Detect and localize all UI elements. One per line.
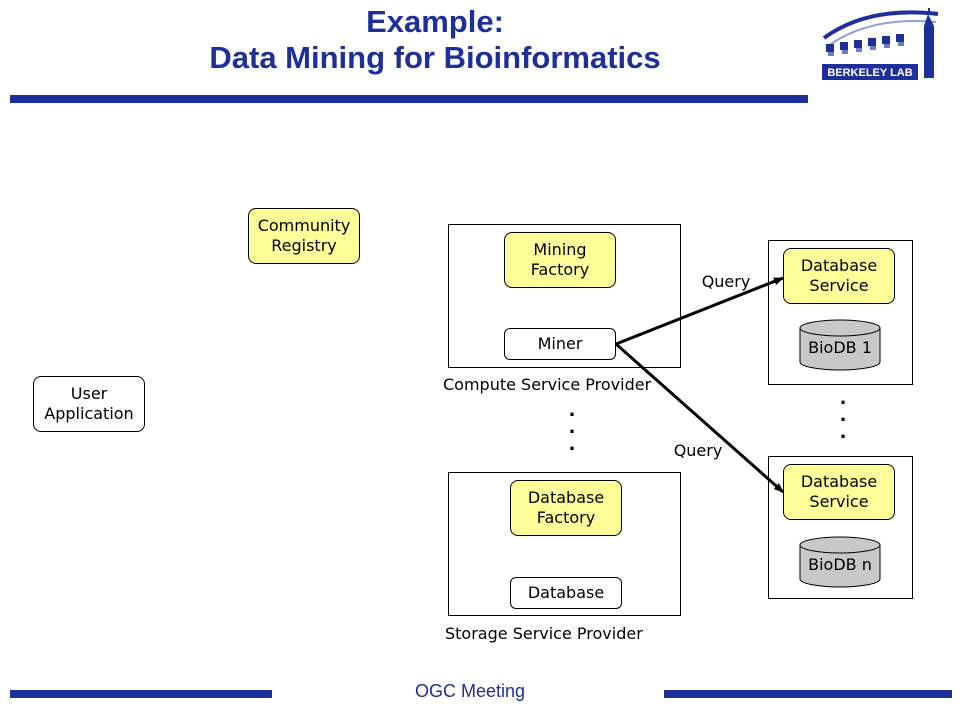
- database-factory-line-1: Database: [527, 488, 605, 507]
- storage-service-provider-caption: Storage Service Provider: [445, 624, 643, 643]
- query-label-bottom: Query: [674, 441, 723, 460]
- miner-node: Miner: [504, 328, 616, 360]
- biodb-n-cylinder: BioDB n: [799, 536, 881, 588]
- community-registry-line-2: Registry: [271, 236, 337, 255]
- community-registry-node: Community Registry: [248, 208, 360, 264]
- mining-factory-line-2: Factory: [530, 260, 590, 279]
- biodb-1-cylinder: BioDB 1: [799, 319, 881, 371]
- miner-label: Miner: [537, 334, 583, 353]
- database-node: Database: [510, 577, 622, 609]
- database-service-n-line-2: Service: [809, 492, 869, 511]
- database-service-1-node: Database Service: [783, 248, 895, 304]
- mining-factory-node: Mining Factory: [504, 232, 616, 288]
- query-arrow-bottom: [615, 342, 784, 494]
- query-label-top: Query: [702, 272, 751, 291]
- user-application-line-2: Application: [44, 404, 134, 423]
- logo-text: BERKELEY LAB: [827, 67, 912, 79]
- community-registry-line-1: Community: [257, 216, 351, 235]
- footer-bar-left: [10, 690, 272, 698]
- user-application-node: User Application: [33, 376, 145, 432]
- title-line-1: Example:: [366, 4, 504, 39]
- database-factory-line-2: Factory: [536, 508, 596, 527]
- title-underline-bar: [10, 95, 808, 103]
- database-label: Database: [527, 583, 605, 602]
- query-arrow-top: [615, 276, 784, 346]
- slide-title: Example: Data Mining for Bioinformatics: [0, 4, 870, 76]
- user-application-line-1: User: [70, 384, 108, 403]
- host-ellipsis: ...: [839, 388, 847, 443]
- footer-bar-right: [664, 690, 952, 698]
- database-service-n-line-1: Database: [800, 472, 878, 491]
- mining-factory-line-1: Mining: [533, 240, 587, 259]
- footer-label: OGC Meeting: [414, 681, 526, 701]
- database-service-1-line-1: Database: [800, 256, 878, 275]
- biodb-n-label: BioDB n: [808, 555, 872, 574]
- provider-ellipsis: ...: [568, 400, 576, 455]
- compute-service-provider-caption: Compute Service Provider: [443, 375, 652, 394]
- database-factory-node: Database Factory: [510, 480, 622, 536]
- title-line-2: Data Mining for Bioinformatics: [209, 40, 661, 75]
- biodb-1-label: BioDB 1: [808, 338, 872, 357]
- berkeley-lab-logo: BERKELEY LAB: [822, 8, 939, 80]
- database-service-1-line-2: Service: [809, 276, 869, 295]
- database-service-n-node: Database Service: [783, 464, 895, 520]
